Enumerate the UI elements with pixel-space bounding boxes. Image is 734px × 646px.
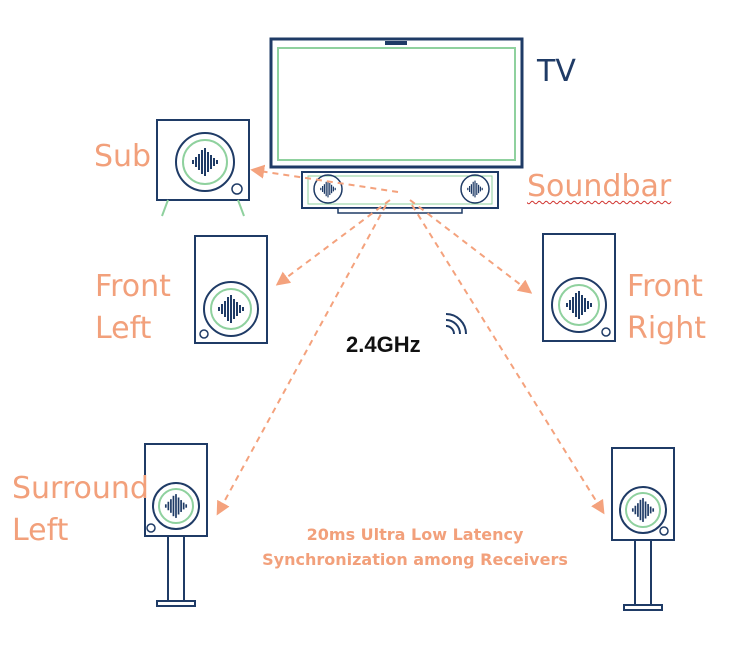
soundbar-label-text: Soundbar [527,169,672,204]
link-to-surround-left [216,204,387,516]
front-left-label-line2: Left [95,311,152,346]
soundbar [301,171,499,214]
soundbar-label: Soundbar [527,166,671,208]
front-right-label-line1: Front [627,269,703,304]
subwoofer [156,119,250,217]
wifi-waves-icon [445,313,467,335]
link-to-surround-right [411,204,605,515]
front-left-label-line1: Front [95,269,171,304]
caption-line-2: Synchronization among Receivers [262,550,568,569]
front-right-label: Front Right [627,266,706,350]
front-left-label: Front Left [95,266,171,350]
link-to-front-right [409,199,533,294]
wireless-links [216,164,605,516]
frequency-label: 2.4GHz [346,332,421,357]
speaker-front-right [542,233,616,342]
link-to-front-left [275,199,391,286]
surround-left-label: Surround Left [12,468,149,552]
latency-caption: 20ms Ultra Low Latency Synchronization a… [230,522,600,572]
speaker-front-left [194,235,268,344]
link-to-sub [250,164,399,193]
speaker-surround-right [611,447,675,611]
front-right-label-line2: Right [627,311,706,346]
speaker-surround-left [144,443,208,607]
caption-line-1: 20ms Ultra Low Latency [306,525,524,544]
surround-left-label-line1: Surround [12,471,149,506]
surround-left-label-line2: Left [12,513,69,548]
tv-label: TV [537,54,576,89]
sub-label: Sub [94,139,152,174]
tv [269,37,524,169]
